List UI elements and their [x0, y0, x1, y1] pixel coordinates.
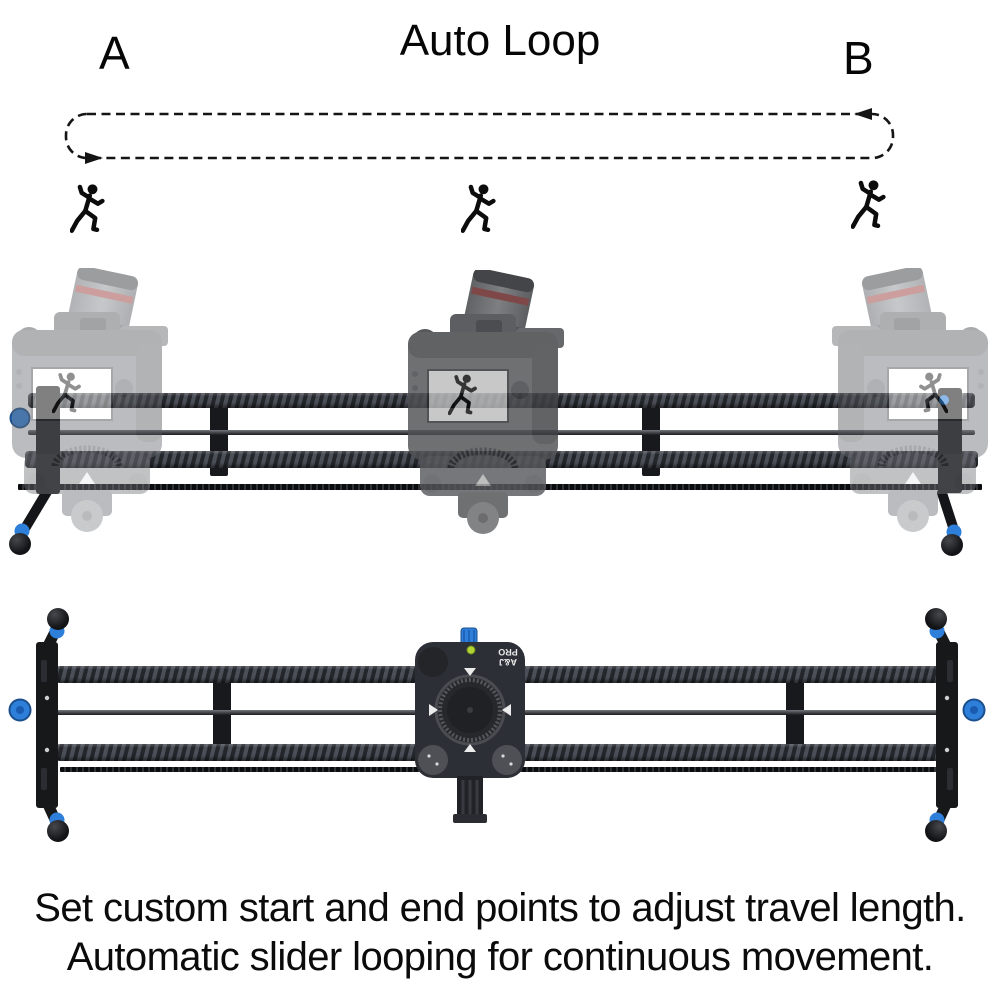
camera-ghost-end — [808, 268, 998, 533]
bubble-level — [466, 645, 476, 655]
page-title: Auto Loop — [399, 16, 601, 65]
svg-text:PRO: PRO — [498, 647, 518, 657]
brand-logo: A&J PRO — [498, 647, 518, 667]
point-a-label: A — [99, 27, 130, 79]
rail-bracket — [786, 672, 804, 758]
runner-icon-left — [70, 183, 106, 237]
camera-ghost-start — [2, 268, 192, 533]
slider-with-cameras-photo — [0, 268, 1000, 568]
slider-end-right — [864, 598, 994, 858]
caption-line-2: Automatic slider looping for continuous … — [66, 935, 934, 980]
caption-line-1: Set custom start and end points to adjus… — [34, 886, 966, 930]
runner-icon-center — [461, 183, 497, 237]
arrow-left-icon — [502, 704, 511, 716]
camera-middle — [398, 270, 588, 535]
runner-icon-right — [851, 179, 887, 233]
loop-dashed-rect — [64, 112, 895, 160]
ball-foot — [9, 533, 31, 555]
arrow-down-icon — [464, 668, 476, 676]
slider-product-photo: A&J PRO — [0, 598, 1000, 888]
rail-bracket — [213, 672, 231, 758]
arrow-left-icon — [854, 108, 872, 120]
arrow-right-icon — [429, 704, 438, 716]
slider-end-left — [0, 598, 130, 858]
motor-carriage: A&J PRO — [415, 627, 525, 823]
ball-foot — [941, 534, 963, 556]
svg-text:A&J: A&J — [499, 657, 517, 667]
caption: Set custom start and end points to adjus… — [0, 884, 1000, 982]
loop-path-diagram — [64, 108, 895, 164]
arrow-up-icon — [464, 744, 476, 752]
point-b-label: B — [843, 32, 874, 84]
arrow-right-icon — [85, 152, 103, 164]
